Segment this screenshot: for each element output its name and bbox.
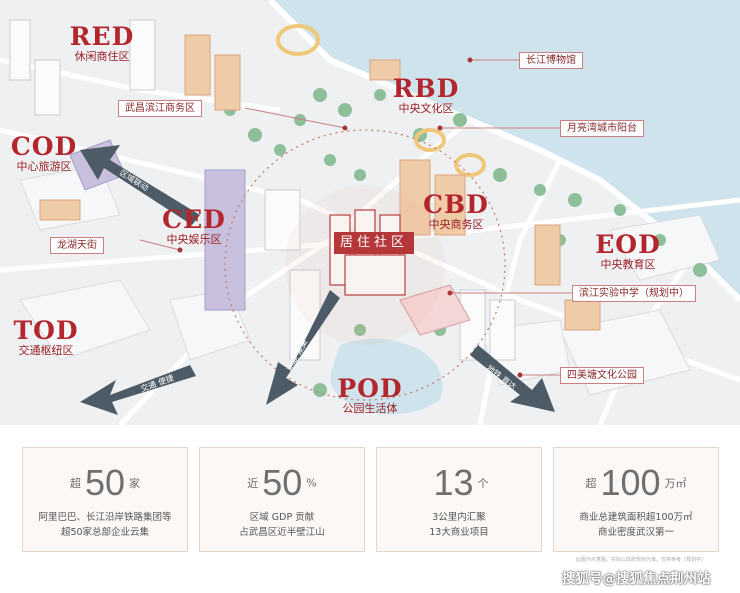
stat-line-1: 区域 GDP 贡献 (249, 512, 315, 523)
landmark-wuchang-business: 武昌滨江商务区 (118, 100, 202, 117)
zone-name: 交通枢纽区 (18, 344, 74, 357)
zone-code: TOD (13, 316, 79, 345)
zone-name: 中央娱乐区 (166, 233, 222, 246)
zone-code: RED (69, 22, 135, 51)
zone-code: CED (162, 205, 226, 234)
stat-number: 100 (600, 462, 661, 503)
stat-description: 区域 GDP 贡献 占武昌区近半壁江山 (200, 510, 364, 540)
stat-line-2: 商业密度武汉第一 (597, 527, 674, 538)
stat-line-1: 商业总建筑面积超100万㎡ (579, 512, 693, 523)
zone-cod: COD 中心旅游区 (4, 134, 84, 174)
zone-name: 中央商务区 (428, 218, 484, 231)
zone-pod: POD 公园生活体 (330, 376, 410, 416)
stat-number: 50 (262, 462, 303, 503)
zone-code: COD (10, 132, 78, 161)
stat-line-2: 13大商业项目 (429, 527, 489, 538)
landmark-moon-bay: 月亮湾城市阳台 (560, 120, 644, 137)
zone-name: 公园生活体 (342, 402, 398, 415)
stat-prefix: 超 (69, 477, 81, 490)
zone-code: CBD (423, 190, 489, 219)
stat-prefix: 近 (247, 477, 259, 490)
stat-prefix: 超 (585, 477, 597, 490)
zone-eod: EOD 中央教育区 (588, 232, 668, 272)
landmark-longhu: 龙湖天街 (50, 237, 104, 254)
stat-line-1: 阿里巴巴、长江沿岸铁路集团等 (38, 512, 172, 523)
stat-description: 商业总建筑面积超100万㎡ 商业密度武汉第一 (554, 510, 718, 540)
stat-suffix: 家 (129, 477, 141, 490)
map-base (0, 0, 740, 425)
stat-line-2: 超50家总部企业云集 (60, 527, 150, 538)
zone-name: 中心旅游区 (16, 160, 72, 173)
stat-line-1: 3公里内汇聚 (432, 512, 486, 523)
stat-description: 阿里巴巴、长江沿岸铁路集团等 超50家总部企业云集 (23, 510, 187, 540)
stat-number: 13 (433, 462, 474, 503)
zone-name: 中央文化区 (398, 102, 454, 115)
stat-suffix: 万㎡ (664, 477, 687, 490)
landmark-museum: 长江博物馆 (519, 52, 583, 69)
watermark: 搜狐号@搜狐焦点荆州站 (562, 571, 711, 587)
zone-code: EOD (595, 230, 661, 259)
zone-name: 中央教育区 (600, 258, 656, 271)
stat-description: 3公里内汇聚 13大商业项目 (377, 510, 541, 540)
zone-code: RBD (392, 74, 460, 103)
landmark-simeitang: 四美塘文化公园 (560, 367, 644, 384)
zone-rbd: RBD 中央文化区 (386, 76, 466, 116)
zone-red: RED 休闲商住区 (62, 24, 142, 64)
stat-line-2: 占武昌区近半壁江山 (239, 527, 325, 538)
landmark-binjiang-school: 滨江实验中学（规划中） (572, 285, 696, 302)
zone-cbd: CBD 中央商务区 (416, 192, 496, 232)
zone-tod: TOD 交通枢纽区 (6, 318, 86, 358)
stat-number: 50 (84, 462, 126, 503)
disclaimer-footnote: 此图为示意图，实际以政府规划为准，仅供参考（规划中） (576, 557, 707, 563)
stat-suffix: 个 (477, 477, 489, 490)
zone-code: POD (337, 374, 403, 403)
district-map: RED 休闲商住区 RBD 中央文化区 COD 中心旅游区 CED 中央娱乐区 … (0, 0, 740, 425)
residential-community-label: 居住社区 (334, 232, 414, 254)
zone-ced: CED 中央娱乐区 (154, 207, 234, 247)
zone-name: 休闲商住区 (74, 50, 130, 63)
stat-suffix: % (306, 476, 317, 490)
